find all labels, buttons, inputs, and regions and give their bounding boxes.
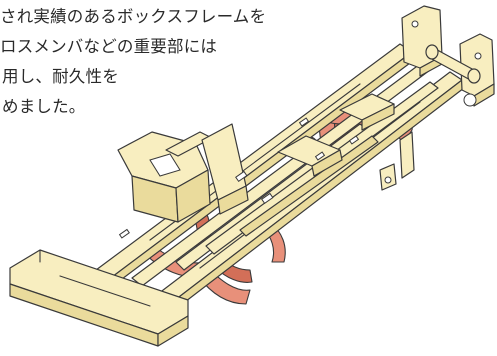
description-line-1: され実績のあるボックスフレームを (0, 7, 267, 26)
rail-holes (118, 117, 360, 239)
front-crossmember (117, 123, 249, 223)
description-line-2: ロスメンバなどの重要部には (0, 37, 218, 56)
description-line-3: 用し、耐久性を (2, 67, 119, 86)
mid-crossmembers (277, 93, 395, 177)
description-text: され実績のあるボックスフレームを ロスメンバなどの重要部には 用し、耐久性を め… (0, 2, 400, 122)
front-bumper (9, 249, 189, 347)
description-line-4: めました。 (2, 97, 86, 116)
rear-hanger-brackets (379, 131, 415, 191)
rear-box-frame (401, 5, 495, 107)
